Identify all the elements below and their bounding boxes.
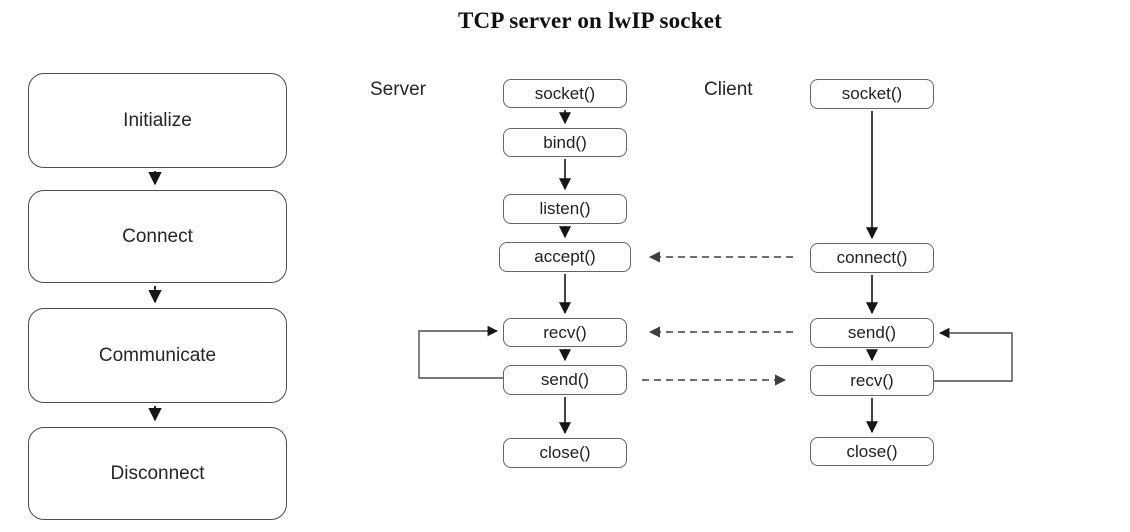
client-recv-send-loop bbox=[934, 327, 1013, 382]
client-node-recv: recv() bbox=[810, 365, 934, 396]
server-node-accept: accept() bbox=[499, 242, 631, 272]
flow-step-disconnect: Disconnect bbox=[28, 427, 287, 520]
flow-step-communicate: Communicate bbox=[28, 308, 287, 403]
server-node-close: close() bbox=[503, 438, 627, 468]
server-node-socket: socket() bbox=[503, 79, 627, 108]
server-send-recv-loop bbox=[418, 325, 503, 379]
client-node-socket: socket() bbox=[810, 79, 934, 109]
server-node-listen: listen() bbox=[503, 194, 627, 224]
server-node-send: send() bbox=[503, 365, 627, 395]
client-node-close: close() bbox=[810, 437, 934, 466]
client-node-send: send() bbox=[810, 318, 934, 348]
client-column-label: Client bbox=[704, 79, 753, 100]
message-arrows bbox=[642, 251, 793, 386]
client-node-connect: connect() bbox=[810, 243, 934, 273]
server-node-recv: recv() bbox=[503, 318, 627, 347]
diagram-title: TCP server on lwIP socket bbox=[458, 8, 722, 33]
flow-step-initialize: Initialize bbox=[28, 73, 287, 168]
server-node-bind: bind() bbox=[503, 128, 627, 157]
flow-step-connect: Connect bbox=[28, 190, 287, 283]
server-column-label: Server bbox=[370, 79, 426, 100]
